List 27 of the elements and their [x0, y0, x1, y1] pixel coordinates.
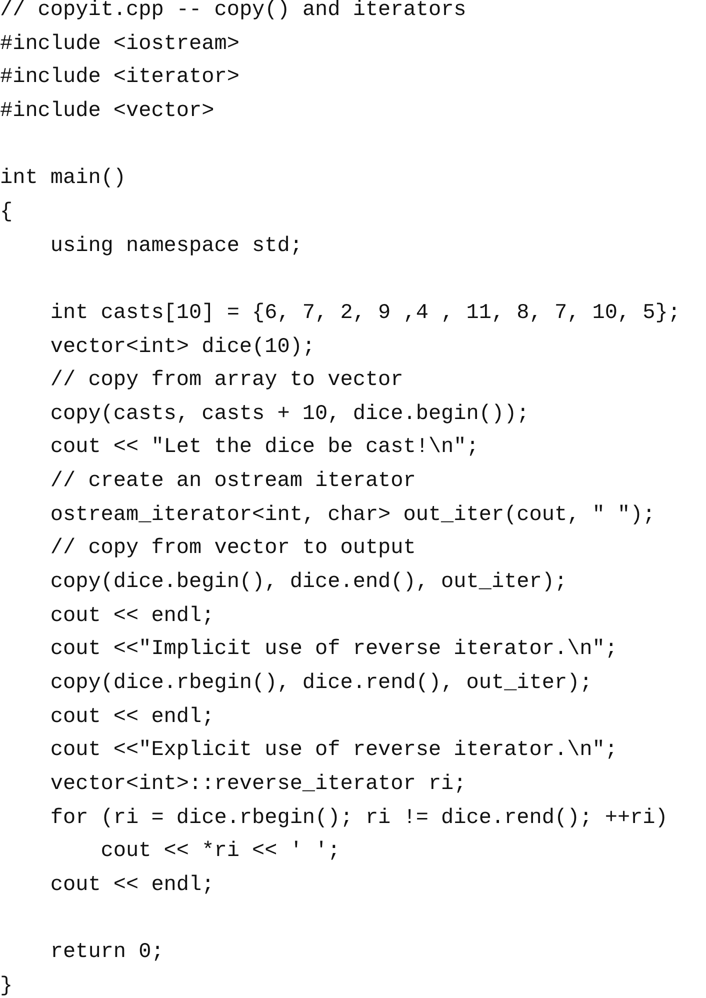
code-line: cout <<"Explicit use of reverse iterator.\n"; — [50, 739, 618, 764]
code-line: cout <<"Implicit use of reverse iterator.\n"; — [50, 638, 618, 662]
code-line: { — [0, 200, 13, 225]
code-line: using namespace std; — [50, 234, 302, 259]
code-line: for (ri = dice.rbegin(); ri != dice.rend(); ++ri) — [50, 806, 668, 831]
code-line: #include <vector> — [0, 100, 214, 124]
code-line: cout << "Let the dice be cast!\n"; — [50, 436, 479, 460]
code-line: // create an ostream iterator — [50, 470, 416, 494]
code-line: // copyit.cpp -- copy() and iterators — [0, 0, 466, 23]
code-line: } — [0, 974, 13, 998]
code-line: return 0; — [50, 941, 164, 966]
code-line: cout << endl; — [50, 874, 214, 898]
code-line: int main() — [0, 167, 126, 192]
code-line: // copy from array to vector — [50, 369, 404, 394]
code-line: copy(dice.rbegin(), dice.rend(), out_iter); — [50, 672, 592, 696]
code-line: cout << *ri << ' '; — [100, 840, 340, 864]
code-line: #include <iostream> — [0, 32, 240, 57]
code-line: copy(dice.begin(), dice.end(), out_iter); — [50, 571, 568, 596]
code-line: int casts[10] = {6, 7, 2, 9 ,4 , 11, 8, 7, 10, 5}; — [50, 302, 680, 326]
code-line: vector<int> dice(10); — [50, 336, 316, 360]
code-line: #include <iterator> — [0, 66, 240, 90]
code-line: vector<int>::reverse_iterator ri; — [50, 772, 466, 797]
code-line: copy(casts, casts + 10, dice.begin()); — [50, 402, 530, 427]
code-line: // copy from vector to output — [50, 537, 416, 562]
code-line: cout << endl; — [50, 604, 214, 629]
code-line: cout << endl; — [50, 706, 214, 730]
code-line: ostream_iterator<int, char> out_iter(cout, " "); — [50, 504, 656, 528]
